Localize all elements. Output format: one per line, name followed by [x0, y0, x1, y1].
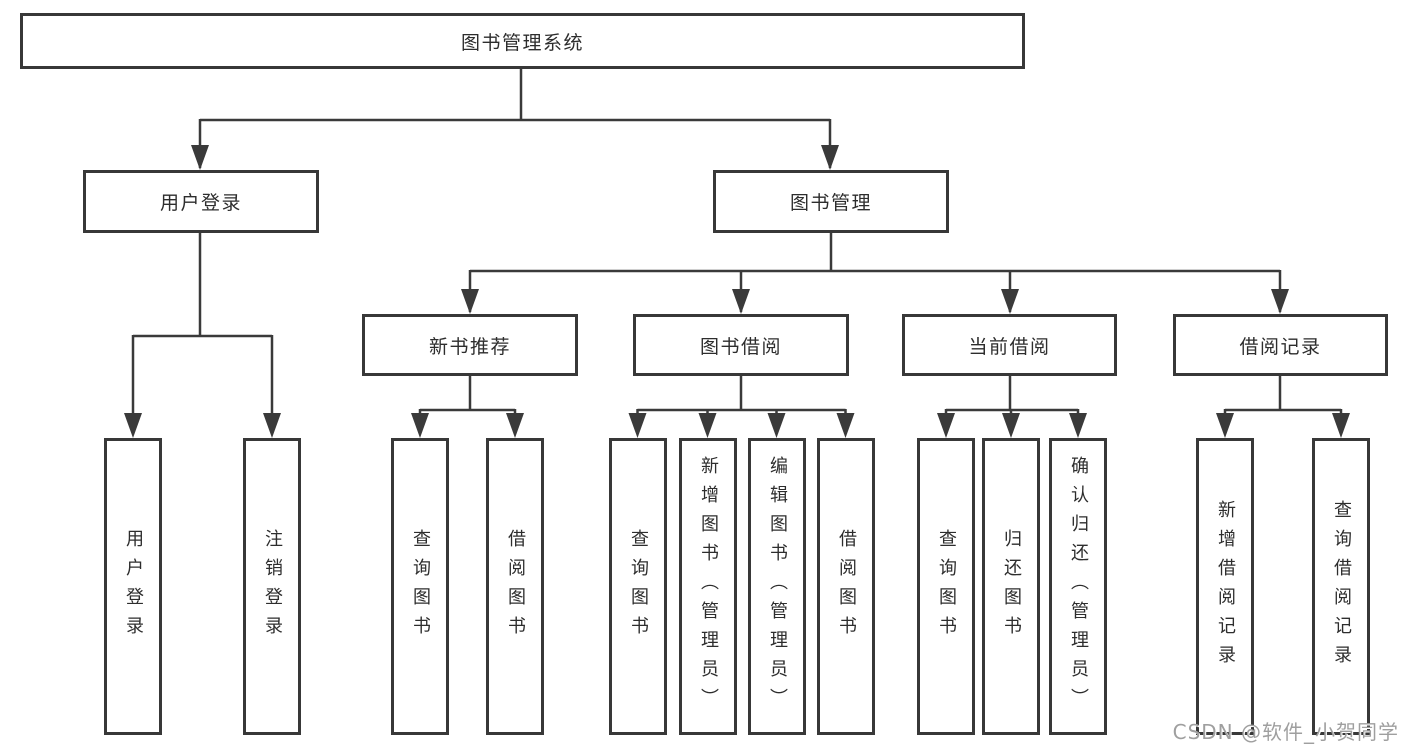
- node-current-borrowing: 当前借阅: [902, 314, 1117, 376]
- leaf-borrow-books-recommend: 借阅图书: [486, 438, 544, 735]
- node-borrowing-records: 借阅记录: [1173, 314, 1388, 376]
- leaf-confirm-return-admin: 确认归还（管理员）: [1049, 438, 1107, 735]
- leaf-logout-login: 注销登录: [243, 438, 301, 735]
- leaf-user-login: 用户登录: [104, 438, 162, 735]
- leaf-query-borrow-record: 查询借阅记录: [1312, 438, 1370, 735]
- node-user-login: 用户登录: [83, 170, 319, 233]
- leaf-add-books-admin: 新增图书（管理员）: [679, 438, 737, 735]
- leaf-query-books-borrowing: 查询图书: [609, 438, 667, 735]
- node-new-book-recommendation: 新书推荐: [362, 314, 578, 376]
- node-library-system: 图书管理系统: [20, 13, 1025, 69]
- leaf-add-borrow-record: 新增借阅记录: [1196, 438, 1254, 735]
- leaf-query-books-recommend: 查询图书: [391, 438, 449, 735]
- leaf-edit-books-admin: 编辑图书（管理员）: [748, 438, 806, 735]
- node-book-borrowing: 图书借阅: [633, 314, 849, 376]
- leaf-return-books: 归还图书: [982, 438, 1040, 735]
- leaf-query-books-current: 查询图书: [917, 438, 975, 735]
- node-book-management: 图书管理: [713, 170, 949, 233]
- leaf-borrow-books-borrowing: 借阅图书: [817, 438, 875, 735]
- watermark: CSDN @软件_小贺同学: [1172, 720, 1399, 744]
